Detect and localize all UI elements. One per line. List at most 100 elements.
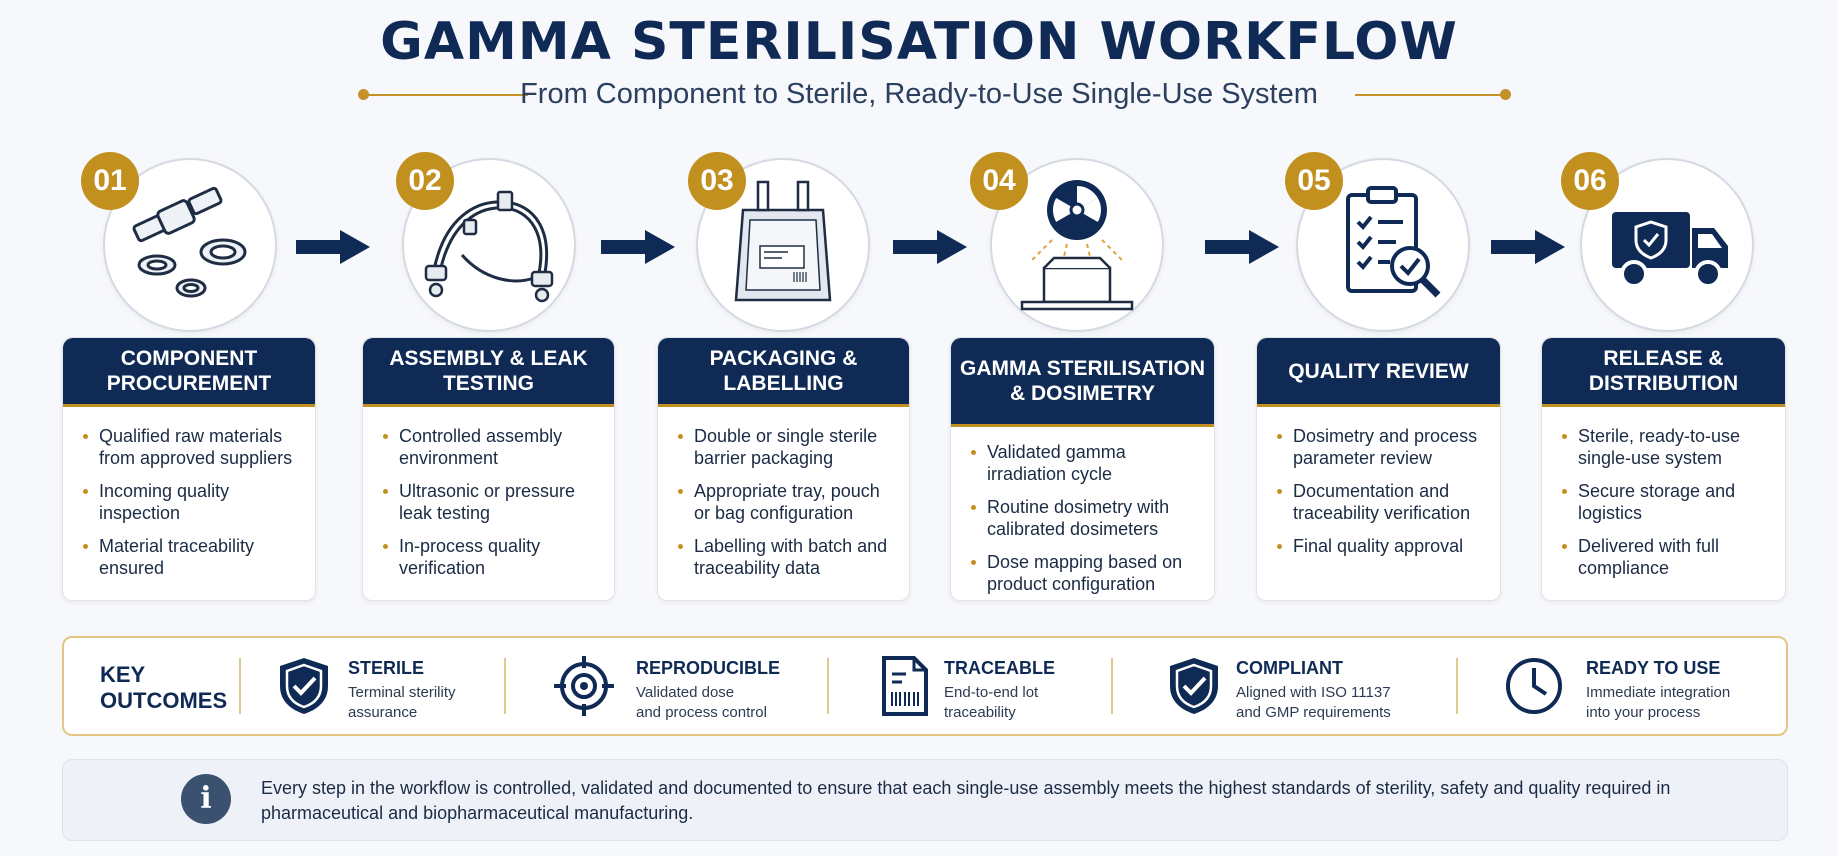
step-4-card: GAMMA STERILISATION & DOSIMETRY Validate…	[950, 337, 1215, 601]
clock-icon	[1506, 658, 1562, 714]
outcome-title: READY TO USE	[1586, 658, 1721, 678]
step-5-card: QUALITY REVIEW Dosimetry and process par…	[1256, 337, 1501, 601]
bullet-item: Secure storage and logistics	[1562, 480, 1771, 524]
subtitle-row: From Component to Sterile, Ready-to-Use …	[0, 78, 1838, 112]
outcome-title: STERILE	[348, 658, 425, 678]
step-number-badge: 05	[1285, 152, 1343, 210]
step-number-badge: 01	[81, 152, 139, 210]
bullet-item: Qualified raw materials from approved su…	[83, 425, 301, 469]
components-icon	[132, 186, 247, 298]
bullet-item: Delivered with full compliance	[1562, 535, 1771, 579]
divider	[239, 658, 241, 714]
radiation-icon	[1020, 180, 1134, 311]
outcome-desc-line: traceability	[944, 704, 1016, 721]
outcome-sterile: STERILE Terminal sterility assurance	[274, 638, 534, 734]
info-icon: i	[181, 774, 231, 824]
barcode-document-icon	[882, 656, 928, 716]
outcome-desc-line: Terminal sterility	[348, 684, 456, 701]
delivery-truck-icon	[1612, 212, 1728, 288]
outcome-compliant: COMPLIANT Aligned with ISO 11137 and GMP …	[1164, 638, 1464, 734]
step-number-badge: 03	[688, 152, 746, 210]
step-title: QUALITY REVIEW	[1257, 338, 1500, 407]
outcome-desc: End-to-end lot traceability	[944, 683, 1038, 723]
target-icon	[554, 656, 614, 716]
shield-check-icon	[280, 658, 328, 714]
bullet-item: Dosimetry and process parameter review	[1277, 425, 1486, 469]
outcome-ready-to-use: READY TO USE Immediate integration into y…	[1504, 638, 1774, 734]
bullet-item: Documentation and traceability verificat…	[1277, 480, 1486, 524]
outcome-desc-line: and process control	[636, 704, 767, 721]
step-title: GAMMA STERILISATION & DOSIMETRY	[951, 338, 1214, 427]
outcome-desc: Terminal sterility assurance	[348, 683, 456, 723]
step-bullets: Sterile, ready-to-use single-use system …	[1542, 407, 1785, 579]
bullet-item: In-process quality verification	[383, 535, 600, 579]
tubing-assembly-icon	[424, 190, 554, 303]
step-2-card: ASSEMBLY & LEAK TESTING Controlled assem…	[362, 337, 615, 601]
step-bullets: Validated gamma irradiation cycle Routin…	[951, 427, 1214, 595]
step-title: PACKAGING & LABELLING	[658, 338, 909, 407]
outcome-title: REPRODUCIBLE	[636, 658, 781, 678]
step-3-card: PACKAGING & LABELLING Double or single s…	[657, 337, 910, 601]
step-number-badge: 04	[970, 152, 1028, 210]
bullet-item: Labelling with batch and traceability da…	[678, 535, 895, 579]
page-title: GAMMA STERILISATION WORKFLOW	[380, 12, 1458, 72]
outcome-desc: Aligned with ISO 11137 and GMP requiremen…	[1236, 683, 1391, 723]
info-note: i Every step in the workflow is controll…	[62, 759, 1788, 841]
outcome-desc-line: End-to-end lot	[944, 684, 1039, 701]
key-outcomes-label: KEY OUTCOMES	[100, 662, 228, 714]
subtitle-rule-right	[1355, 94, 1505, 96]
outcome-desc-line: assurance	[348, 704, 418, 721]
arrow-right-icon	[601, 230, 675, 264]
bullet-item: Material traceability ensured	[83, 535, 301, 579]
bullet-item: Appropriate tray, pouch or bag configura…	[678, 480, 895, 524]
subtitle-rule-left	[363, 94, 528, 96]
divider	[1456, 658, 1458, 714]
arrow-right-icon	[1491, 230, 1565, 264]
step-6-card: RELEASE & DISTRIBUTION Sterile, ready-to…	[1541, 337, 1786, 601]
step-bullets: Controlled assembly environment Ultrason…	[363, 407, 614, 579]
bullet-item: Sterile, ready-to-use single-use system	[1562, 425, 1771, 469]
outcome-desc-line: and GMP requirements	[1236, 704, 1391, 721]
step-title: RELEASE & DISTRIBUTION	[1542, 338, 1785, 407]
subtitle-dot-right	[1500, 89, 1511, 100]
arrow-right-icon	[1205, 230, 1279, 264]
bullet-item: Final quality approval	[1277, 535, 1486, 557]
outcome-title: TRACEABLE	[944, 658, 1055, 678]
step-bullets: Double or single sterile barrier packagi…	[658, 407, 909, 579]
step-1-card: COMPONENT PROCUREMENT Qualified raw mate…	[62, 337, 316, 601]
outcome-desc-line: Aligned with ISO 11137	[1236, 684, 1391, 701]
outcome-desc-line: Validated dose	[636, 684, 735, 701]
step-number-badge: 02	[396, 152, 454, 210]
sterile-bag-icon	[734, 180, 832, 302]
clipboard-check-icon	[1346, 186, 1441, 298]
subtitle-dot-left	[358, 89, 369, 100]
divider	[827, 658, 829, 714]
bullet-item: Dose mapping based on product configurat…	[971, 551, 1200, 595]
bullet-item: Ultrasonic or pressure leak testing	[383, 480, 600, 524]
divider	[504, 658, 506, 714]
divider	[1111, 658, 1113, 714]
outcome-desc-line: Immediate integration	[1586, 684, 1731, 701]
step-title: ASSEMBLY & LEAK TESTING	[363, 338, 614, 407]
shield-check-icon	[1170, 658, 1218, 714]
outcome-title: COMPLIANT	[1236, 658, 1343, 678]
bullet-item: Routine dosimetry with calibrated dosime…	[971, 496, 1200, 540]
outcome-reproducible: REPRODUCIBLE Validated dose and process c…	[554, 638, 834, 734]
outcome-desc-line: into your process	[1586, 704, 1701, 721]
outcome-desc: Validated dose and process control	[636, 683, 767, 723]
page-subtitle: From Component to Sterile, Ready-to-Use …	[520, 78, 1318, 110]
step-6-illustration	[1580, 158, 1754, 332]
bullet-item: Double or single sterile barrier packagi…	[678, 425, 895, 469]
step-1-illustration	[103, 158, 277, 332]
outcome-traceable: TRACEABLE End-to-end lot traceability	[874, 638, 1124, 734]
arrow-right-icon	[296, 230, 370, 264]
outcome-desc: Immediate integration into your process	[1586, 683, 1730, 723]
step-number-badge: 06	[1561, 152, 1619, 210]
step-bullets: Dosimetry and process parameter review D…	[1257, 407, 1500, 557]
note-text: Every step in the workflow is controlled…	[261, 778, 1671, 823]
bullet-item: Incoming quality inspection	[83, 480, 301, 524]
key-outcomes-label-text: KEY OUTCOMES	[100, 662, 228, 713]
bullet-item: Validated gamma irradiation cycle	[971, 441, 1200, 485]
step-5-illustration	[1296, 158, 1470, 332]
arrow-right-icon	[893, 230, 967, 264]
